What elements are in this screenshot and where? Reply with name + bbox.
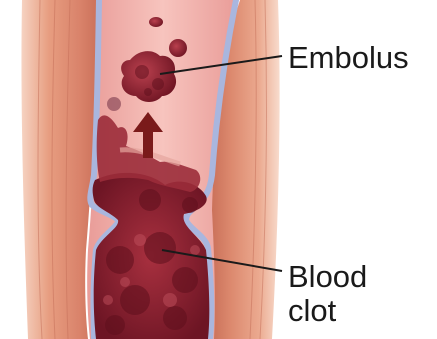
blood-clot-label: Blood clot [288, 260, 367, 328]
embolus-label: Embolus [288, 41, 409, 75]
